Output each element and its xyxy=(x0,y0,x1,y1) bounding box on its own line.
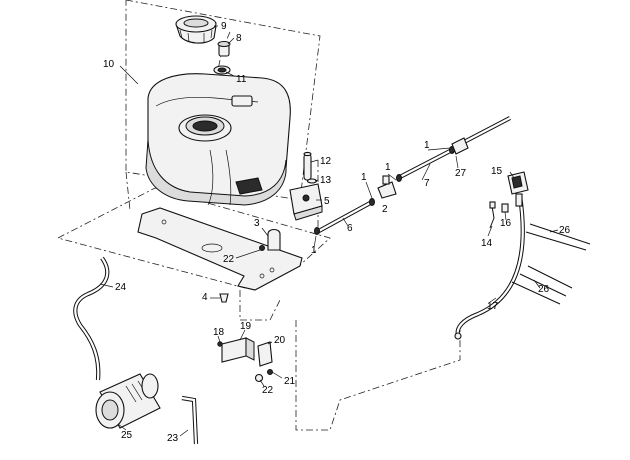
control-cable xyxy=(454,195,525,340)
callout-12: 12 xyxy=(320,156,332,167)
fuel-line-6 xyxy=(315,200,374,234)
callout-17: 17 xyxy=(487,301,499,312)
tank-drop-line xyxy=(125,171,131,211)
fuel-line-24 xyxy=(73,256,110,381)
callout-10: 10 xyxy=(103,59,115,70)
leader-lines xyxy=(99,25,559,437)
bracket-guide xyxy=(239,290,281,321)
bracket-19 xyxy=(221,337,255,363)
fuel-tank xyxy=(145,73,291,206)
callout-18: 18 xyxy=(213,327,225,338)
lever-bracket xyxy=(289,183,323,221)
filter-canister xyxy=(95,373,161,429)
callout-3: 3 xyxy=(254,218,260,229)
fastener-18 xyxy=(217,341,223,347)
callout-6: 6 xyxy=(347,223,353,234)
fuel-filter xyxy=(451,137,469,155)
callout-23: 23 xyxy=(167,433,179,444)
callout-24: 24 xyxy=(115,282,127,293)
callout-14: 14 xyxy=(481,238,493,249)
callout-22-a: 22 xyxy=(223,254,235,265)
callout-1-c: 1 xyxy=(424,140,430,151)
bolt-4 xyxy=(219,293,229,303)
callout-13: 13 xyxy=(320,175,332,186)
mounting-plate xyxy=(137,207,303,291)
callout-27: 27 xyxy=(455,168,467,179)
tank-cap xyxy=(175,15,217,44)
cable-guide xyxy=(295,320,461,431)
callout-22-b: 22 xyxy=(262,385,274,396)
callout-1-b: 1 xyxy=(385,162,391,173)
callout-15: 15 xyxy=(491,166,503,177)
callout-9: 9 xyxy=(221,21,227,32)
callout-8: 8 xyxy=(236,33,242,44)
callout-19: 19 xyxy=(240,321,252,332)
callout-7: 7 xyxy=(424,178,430,189)
callout-1-d: 1 xyxy=(311,245,317,256)
callout-5: 5 xyxy=(324,196,330,207)
assembly-frame-lines xyxy=(57,0,461,431)
callout-21: 21 xyxy=(284,376,296,387)
fastener-21 xyxy=(267,369,273,375)
callout-26-a: 26 xyxy=(559,225,571,236)
wires-26 xyxy=(511,223,591,305)
callout-4: 4 xyxy=(202,292,208,303)
bracket-20 xyxy=(257,341,273,367)
link-14 xyxy=(489,201,496,229)
callout-labels: 9 8 10 11 12 13 5 6 1 1 2 7 1 27 15 16 1… xyxy=(103,21,571,444)
callout-16: 16 xyxy=(500,218,512,229)
shutoff-valve xyxy=(377,175,397,199)
nut-22 xyxy=(254,373,264,383)
callout-1-a: 1 xyxy=(361,172,367,183)
callout-20: 20 xyxy=(274,335,286,346)
tank-adapter xyxy=(213,65,231,75)
tube-23 xyxy=(181,395,199,445)
fuel-line-7 xyxy=(397,116,511,180)
throttle-lever xyxy=(507,171,529,207)
callout-25: 25 xyxy=(121,430,133,441)
callout-26-b: 26 xyxy=(538,284,550,295)
washer-13 xyxy=(306,178,318,184)
vent-fitting xyxy=(217,41,231,57)
clip-16 xyxy=(501,203,509,213)
mount-frame xyxy=(57,187,331,289)
callout-2: 2 xyxy=(382,204,388,215)
callout-11: 11 xyxy=(236,74,247,85)
pivot-pin xyxy=(303,151,312,181)
